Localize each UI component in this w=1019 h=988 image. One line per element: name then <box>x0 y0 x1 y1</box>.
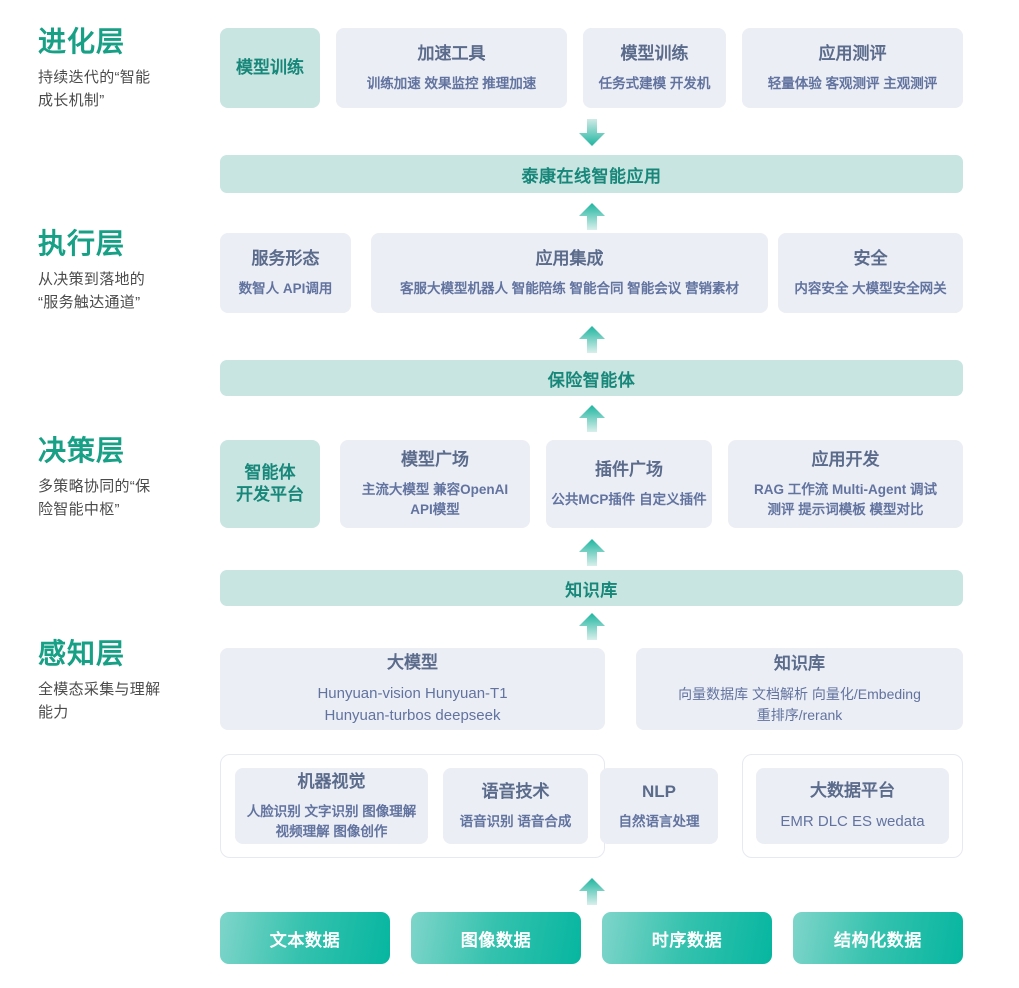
card-subtitle: 主流大模型 兼容OpenAI API模型 <box>361 481 509 517</box>
card-title: 服务形态 <box>251 248 320 268</box>
card-service-form[interactable]: 服务形态 数智人 API调用 <box>220 233 351 313</box>
card-subtitle: 语音识别 语音合成 <box>459 813 572 829</box>
card-application-integration[interactable]: 应用集成 客服大模型机器人 智能陪练 智能合同 智能会议 营销素材 <box>371 233 768 313</box>
card-subtitle: 客服大模型机器人 智能陪练 智能合同 智能会议 营销素材 <box>399 280 739 296</box>
card-title: NLP <box>642 781 676 801</box>
card-title: 语音技术 <box>481 781 550 801</box>
card-title: 应用集成 <box>535 248 604 268</box>
chip-label: 结构化数据 <box>834 930 922 950</box>
card-title: 安全 <box>853 248 888 268</box>
arrow-up-to-agent-lower-icon <box>577 404 607 432</box>
card-title: 智能体 开发平台 <box>236 462 304 504</box>
card-subtitle: 自然语言处理 <box>618 813 700 829</box>
arrow-up-from-data-icon <box>577 877 607 905</box>
layer-desc: 持续迭代的“智能 成长机制” <box>38 69 151 110</box>
layer-desc: 从决策到落地的 “服务触达通道” <box>38 271 146 312</box>
card-large-model[interactable]: 大模型 Hunyuan-vision Hunyuan-T1 Hunyuan-tu… <box>220 648 605 730</box>
chip-structured-data[interactable]: 结构化数据 <box>793 912 963 964</box>
card-model-training[interactable]: 模型训练 任务式建模 开发机 <box>583 28 726 108</box>
card-nlp[interactable]: NLP 自然语言处理 <box>600 768 718 844</box>
bar-label: 泰康在线智能应用 <box>521 166 662 186</box>
card-acceleration-tools[interactable]: 加速工具 训练加速 效果监控 推理加速 <box>336 28 567 108</box>
card-subtitle: 公共MCP插件 自定义插件 <box>551 491 707 507</box>
arrow-up-to-perception-icon <box>577 612 607 640</box>
card-model-training-platform[interactable]: 模型训练 <box>220 28 320 108</box>
layer-title: 进化层 <box>38 26 126 57</box>
card-title: 知识库 <box>774 654 825 674</box>
card-application-development[interactable]: 应用开发 RAG 工作流 Multi-Agent 调试 测评 提示词模板 模型对… <box>728 440 963 528</box>
bar-knowledge-base[interactable]: 知识库 <box>220 570 963 606</box>
arrow-down-to-app-icon <box>577 119 607 147</box>
card-title: 加速工具 <box>417 43 486 63</box>
layer-desc: 全模态采集与理解 能力 <box>38 681 161 722</box>
bar-label: 保险智能体 <box>547 370 636 390</box>
card-application-evaluation[interactable]: 应用测评 轻量体验 客观测评 主观测评 <box>742 28 963 108</box>
arrow-up-to-knowledge-icon <box>577 538 607 566</box>
card-title: 插件广场 <box>595 459 663 479</box>
card-security[interactable]: 安全 内容安全 大模型安全网关 <box>778 233 963 313</box>
card-subtitle: 轻量体验 客观测评 主观测评 <box>767 75 938 91</box>
arrow-up-to-app-icon <box>577 202 607 230</box>
bar-insurance-agent[interactable]: 保险智能体 <box>220 360 963 396</box>
layer-label-execution: 执行层 从决策到落地的 “服务触达通道” <box>38 228 218 315</box>
card-knowledge-base[interactable]: 知识库 向量数据库 文档解析 向量化/Embeding 重排序/rerank <box>636 648 963 730</box>
layer-label-perception: 感知层 全模态采集与理解 能力 <box>38 638 218 725</box>
chip-label: 文本数据 <box>269 930 341 950</box>
layer-title: 感知层 <box>38 638 126 669</box>
card-title: 应用测评 <box>818 43 887 63</box>
card-title: 应用开发 <box>811 449 880 469</box>
card-subtitle: 数智人 API调用 <box>238 280 333 296</box>
layer-title: 执行层 <box>38 228 126 259</box>
card-bigdata-platform[interactable]: 大数据平台 EMR DLC ES wedata <box>756 768 949 844</box>
chip-text-data[interactable]: 文本数据 <box>220 912 390 964</box>
arrow-up-to-agent-icon <box>577 325 607 353</box>
card-subtitle: RAG 工作流 Multi-Agent 调试 测评 提示词模板 模型对比 <box>754 481 937 517</box>
card-speech-technology[interactable]: 语音技术 语音识别 语音合成 <box>443 768 588 844</box>
card-subtitle: EMR DLC ES wedata <box>780 812 925 830</box>
card-title: 模型训练 <box>236 57 304 77</box>
card-subtitle: 向量数据库 文档解析 向量化/Embeding 重排序/rerank <box>678 686 921 723</box>
chip-label: 时序数据 <box>651 930 723 950</box>
bar-label: 知识库 <box>565 580 618 600</box>
layer-label-decision: 决策层 多策略协同的“保 险智能中枢” <box>38 435 218 522</box>
card-title: 机器视觉 <box>297 771 366 791</box>
layer-desc: 多策略协同的“保 险智能中枢” <box>38 478 151 519</box>
bar-taikang-online-intelligent-application[interactable]: 泰康在线智能应用 <box>220 155 963 193</box>
card-subtitle: 任务式建模 开发机 <box>598 75 711 91</box>
card-plugin-plaza[interactable]: 插件广场 公共MCP插件 自定义插件 <box>546 440 712 528</box>
layer-title: 决策层 <box>38 435 126 466</box>
chip-image-data[interactable]: 图像数据 <box>411 912 581 964</box>
card-machine-vision[interactable]: 机器视觉 人脸识别 文字识别 图像理解 视频理解 图像创作 <box>235 768 428 844</box>
card-subtitle: 人脸识别 文字识别 图像理解 视频理解 图像创作 <box>246 803 417 839</box>
card-subtitle: 内容安全 大模型安全网关 <box>794 280 947 296</box>
chip-label: 图像数据 <box>460 930 532 950</box>
card-title: 模型广场 <box>401 449 469 469</box>
card-agent-development-platform[interactable]: 智能体 开发平台 <box>220 440 320 528</box>
card-subtitle: Hunyuan-vision Hunyuan-T1 Hunyuan-turbos… <box>317 684 508 724</box>
card-title: 大模型 <box>387 652 438 672</box>
card-model-plaza[interactable]: 模型广场 主流大模型 兼容OpenAI API模型 <box>340 440 530 528</box>
card-subtitle: 训练加速 效果监控 推理加速 <box>366 75 537 91</box>
card-title: 模型训练 <box>620 43 689 63</box>
card-title: 大数据平台 <box>810 780 895 800</box>
layer-label-evolution: 进化层 持续迭代的“智能 成长机制” <box>38 26 218 113</box>
chip-timeseries-data[interactable]: 时序数据 <box>602 912 772 964</box>
